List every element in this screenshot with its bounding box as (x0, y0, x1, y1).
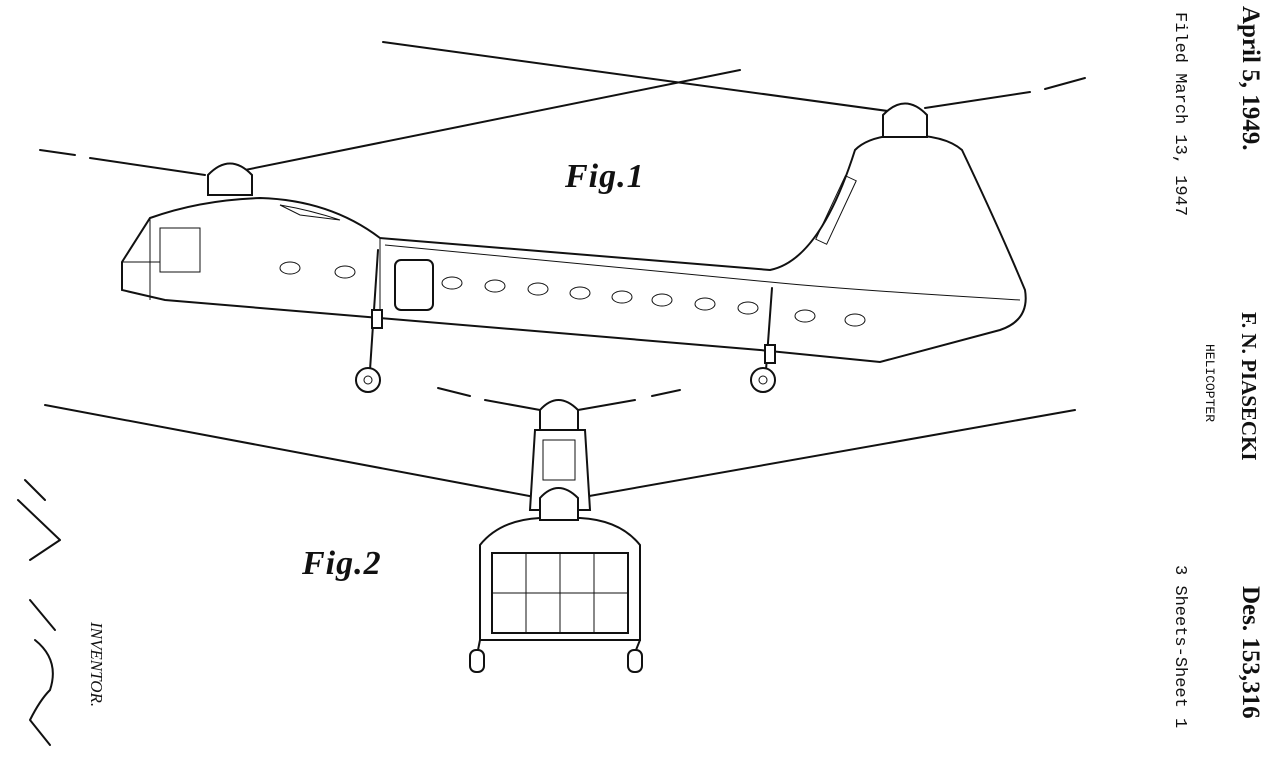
rear-rotor-blade (382, 41, 896, 113)
rear-rotor-hub (882, 102, 928, 138)
fuselage (121, 133, 1027, 364)
left-wheel (469, 649, 485, 673)
lower-rotor-blade (577, 409, 1076, 499)
right-wheel (627, 649, 643, 673)
fig1-side-view (39, 41, 1086, 393)
filed-date: Filed March 13, 1947 (1170, 12, 1189, 217)
inventor-signature (17, 479, 61, 746)
lower-rotor-hub (539, 487, 579, 521)
front-rotor-blade (89, 157, 206, 176)
door (394, 259, 434, 311)
upper-rotor-hub (539, 399, 579, 431)
inventor-name: F. N. PIASECKI (1237, 312, 1261, 461)
rear-rotor-blade-dashed (1044, 77, 1086, 90)
fig2-label: Fig.2 (302, 545, 382, 582)
front-rotor-blade (234, 69, 741, 173)
front-rotor-blade-dashed (39, 149, 76, 156)
issue-date: April 5, 1949. (1237, 6, 1264, 151)
inventor-label: INVENTOR. (87, 622, 106, 708)
front-rotor-hub (207, 162, 253, 196)
lower-rotor-blade (44, 404, 541, 499)
windows (279, 261, 866, 327)
fig1-label: Fig.1 (565, 158, 645, 195)
patent-title: HELICOPTER (1202, 344, 1217, 423)
patent-number: Des. 153,316 (1237, 586, 1264, 719)
landing-gear (355, 249, 776, 393)
fig2-front-view (44, 387, 1076, 673)
rear-rotor-blade (924, 91, 1031, 109)
sheet-count: 3 Sheets-Sheet 1 (1170, 565, 1189, 729)
